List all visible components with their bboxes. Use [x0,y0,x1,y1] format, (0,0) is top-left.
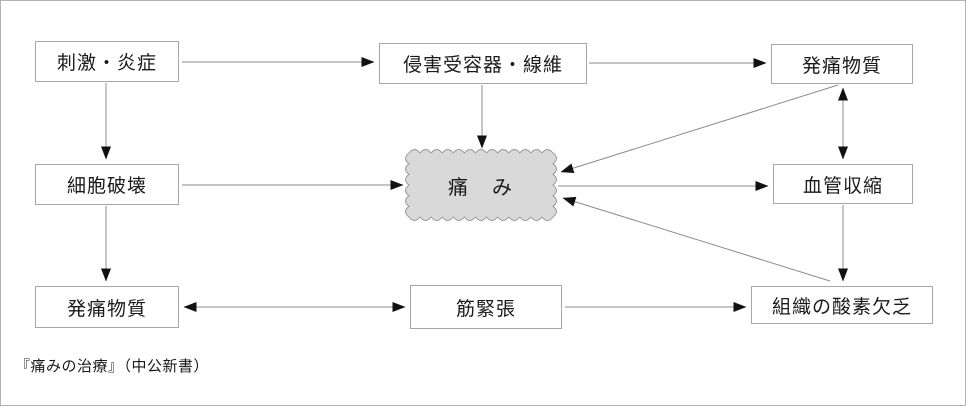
node-vasoconstriction: 血管収縮 [773,164,913,204]
node-nociceptor-fiber-label: 侵害受容器・線維 [402,55,563,76]
node-pain-substance-bottom: 発痛物質 [35,286,179,328]
node-oxygen-deficiency: 組織の酸素欠乏 [751,286,933,324]
node-oxygen-deficiency-label: 組織の酸素欠乏 [771,296,912,318]
node-stimulus-inflammation-label: 刺激・炎症 [56,53,157,74]
node-muscle-tension: 筋緊張 [410,285,562,329]
source-caption: 『痛みの治療』（中公新書） [15,358,210,375]
edge-oxygen-deficiency-to-pain [562,196,831,282]
node-muscle-tension-label: 筋緊張 [455,298,516,320]
node-pain-substance-top-label: 発痛物質 [801,55,882,77]
node-stimulus-inflammation: 刺激・炎症 [35,41,179,82]
node-pain: 痛 み [409,153,553,217]
node-cell-destruction-label: 細胞破壊 [66,176,147,197]
node-vasoconstriction-label: 血管収縮 [802,175,883,197]
node-nociceptor-fiber: 侵害受容器・線維 [379,43,587,84]
node-pain-substance-top: 発痛物質 [771,44,913,84]
node-cell-destruction: 細胞破壊 [35,164,179,205]
node-pain-substance-bottom-label: 発痛物質 [66,298,147,320]
edge-pain-substance-top-to-pain [560,84,839,174]
node-pain-label: 痛 み [448,176,514,199]
